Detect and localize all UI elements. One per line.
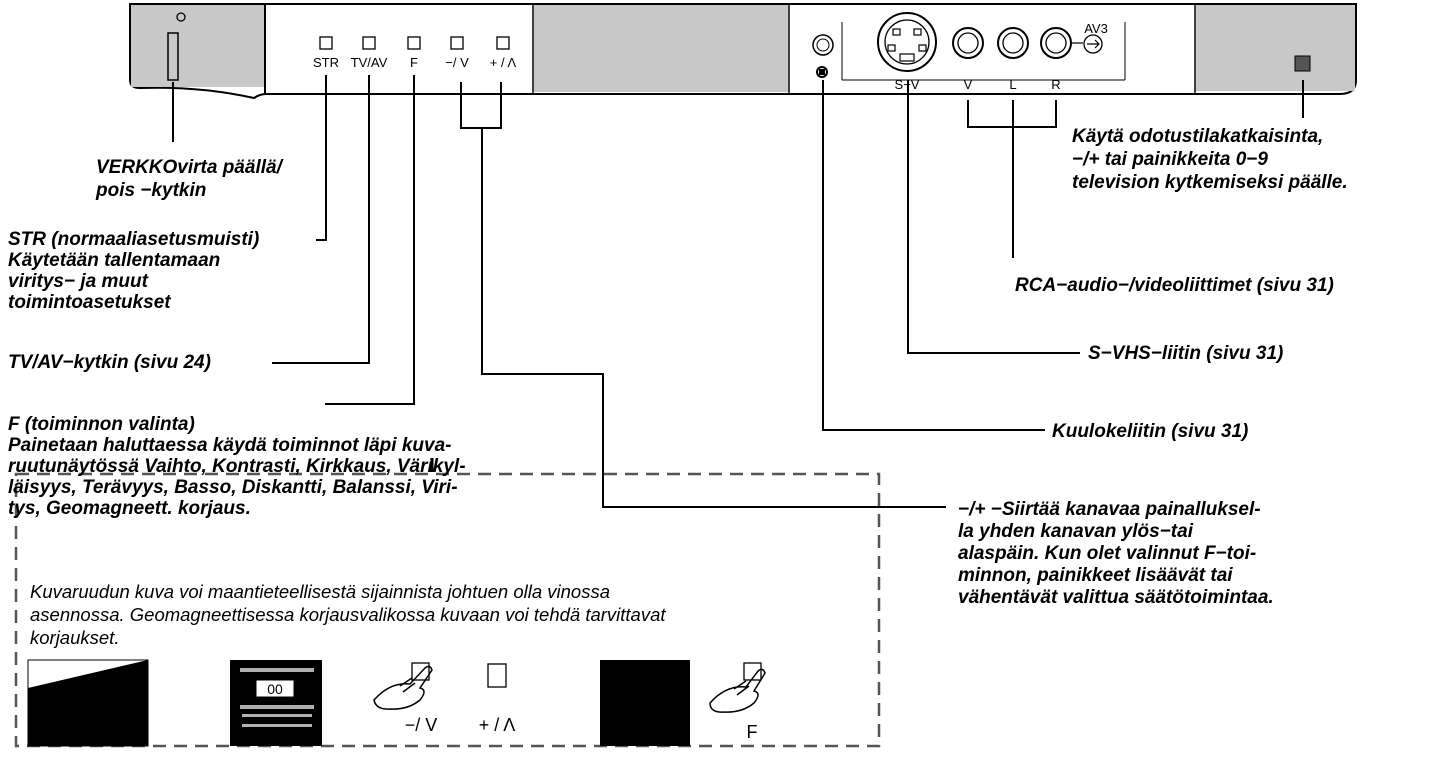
headphone-socket-icon	[812, 34, 834, 56]
left-jack-label: L	[1009, 77, 1016, 92]
power-indicator-icon	[176, 12, 186, 22]
f-callout: F (toiminnon valinta) Painetaan haluttae…	[8, 414, 466, 519]
press-minus-hand-icon	[373, 665, 433, 710]
power-switch-icon	[167, 32, 179, 81]
press-f-hand-icon	[709, 668, 766, 713]
tvav-callout: TV/AV−kytkin (sivu 24)	[8, 352, 211, 373]
right-grey-section	[1196, 5, 1355, 91]
av3-label: AV3	[1084, 21, 1108, 36]
menu-value-text: 00	[267, 681, 283, 697]
plus-button-label: + / Λ	[490, 55, 517, 70]
rca-callout: RCA−audio−/videoliittimet (sivu 31)	[1015, 275, 1334, 296]
plus-button-icon	[496, 36, 510, 50]
svhs-socket-icon	[877, 12, 937, 72]
updown-callout: −/+ −Siirtää kanavaa painalluksel- la yh…	[958, 499, 1274, 608]
minus-button-label: −/ V	[445, 55, 469, 70]
note-box	[14, 472, 881, 748]
str-callout: STR (normaaliasetusmuisti) Käytetään tal…	[8, 229, 260, 313]
headphone-symbol-icon	[816, 66, 828, 78]
str-button-icon	[319, 36, 333, 50]
headphone-leader-line	[822, 80, 1045, 431]
standby-sensor-icon	[1294, 55, 1311, 72]
str-button-label: STR	[313, 55, 339, 70]
tvav-leader-line	[272, 75, 370, 364]
note-f-label: F	[747, 722, 758, 742]
note-minus-label: −/ V	[405, 715, 438, 735]
svhs-callout: S−VHS−liitin (sivu 31)	[1088, 343, 1284, 364]
f-button-icon	[407, 36, 421, 50]
note-plus-button-icon	[487, 663, 507, 688]
video-socket-icon	[952, 27, 984, 59]
f-leader-line	[325, 75, 415, 405]
correction-menu-icon	[230, 660, 322, 746]
minus-button-icon	[450, 36, 464, 50]
tvav-button-label: TV/AV	[351, 55, 388, 70]
tvav-button-icon	[362, 36, 376, 50]
str-leader-line	[316, 75, 327, 241]
note-plus-label: + / Λ	[479, 715, 516, 735]
audio-left-socket-icon	[997, 27, 1029, 59]
right-jack-label: R	[1051, 77, 1060, 92]
av3-input-icon	[1083, 34, 1103, 54]
geomagnetic-note-text: Kuvaruudun kuva voi maantieteellisestä s…	[30, 581, 666, 648]
updown-leader-line	[481, 128, 946, 508]
f-button-label: F	[410, 55, 418, 70]
headphone-callout: Kuulokeliitin (sivu 31)	[1052, 421, 1249, 442]
svhs-leader-line	[907, 80, 1080, 354]
left-grey-section	[131, 5, 264, 87]
video-jack-label: V	[964, 77, 973, 92]
corrected-picture-icon	[600, 660, 690, 746]
power-switch-callout: VERKKOvirta päällä/ pois −kytkin	[96, 157, 282, 201]
middle-grey-section	[534, 5, 788, 92]
standby-callout: Käytä odotustilakatkaisinta, −/+ tai pai…	[1072, 126, 1348, 193]
